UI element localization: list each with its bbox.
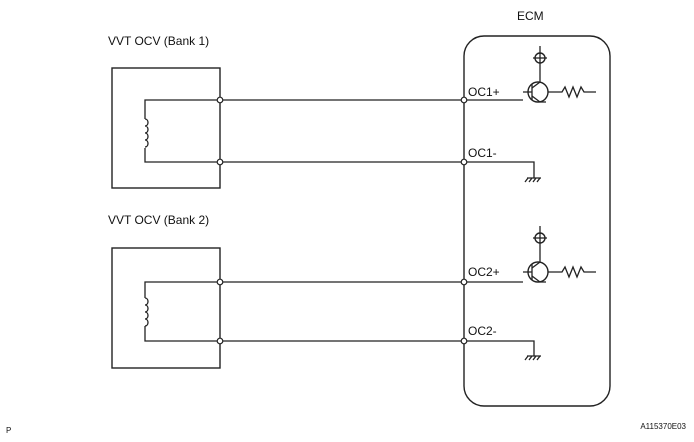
ground-icon	[524, 177, 541, 183]
connector-pin-bank1-plus	[216, 96, 224, 104]
connector-pin-bank1-minus	[216, 158, 224, 166]
ecm-internal-wire-oc2-minus	[467, 340, 535, 356]
resistor-icon	[548, 85, 596, 99]
terminal-oc1-minus: OC1-	[468, 146, 497, 160]
ecm-box	[463, 35, 611, 407]
ground-icon	[524, 355, 541, 361]
connector-pin-bank2-minus	[216, 337, 224, 345]
terminal-oc1-plus: OC1+	[468, 85, 500, 99]
transistor-base	[523, 84, 533, 100]
ocv-bank2-label: VVT OCV (Bank 2)	[108, 213, 209, 227]
transistor-emitter	[531, 275, 546, 283]
transistor-base	[523, 264, 533, 280]
coil-icon	[144, 118, 149, 148]
ecm-pin-oc1-plus	[460, 96, 468, 104]
terminal-oc2-plus: OC2+	[468, 265, 500, 279]
ocv-bank2-box	[111, 247, 221, 369]
ocv-bank1-box	[111, 67, 221, 189]
ecm-internal-wire-oc1-minus	[467, 161, 535, 178]
ocv-bank2-inner-wire	[144, 281, 220, 342]
ecm-title: ECM	[517, 9, 544, 23]
transistor-emitter	[531, 95, 546, 103]
connector-pin-bank2-plus	[216, 278, 224, 286]
resistor-icon	[548, 265, 596, 279]
ecm-pin-oc2-minus	[460, 337, 468, 345]
ocv-bank1-inner-wire	[144, 99, 220, 163]
terminal-oc2-minus: OC2-	[468, 324, 497, 338]
ocv-bank1-label: VVT OCV (Bank 1)	[108, 34, 209, 48]
transistor-collector	[531, 70, 541, 89]
ecm-pin-oc1-minus	[460, 158, 468, 166]
ecm-pin-oc2-plus	[460, 278, 468, 286]
coil-icon	[144, 297, 149, 327]
corner-left-label: P	[6, 426, 11, 435]
figure-code: A115370E03	[640, 422, 686, 431]
transistor-collector	[531, 250, 541, 269]
